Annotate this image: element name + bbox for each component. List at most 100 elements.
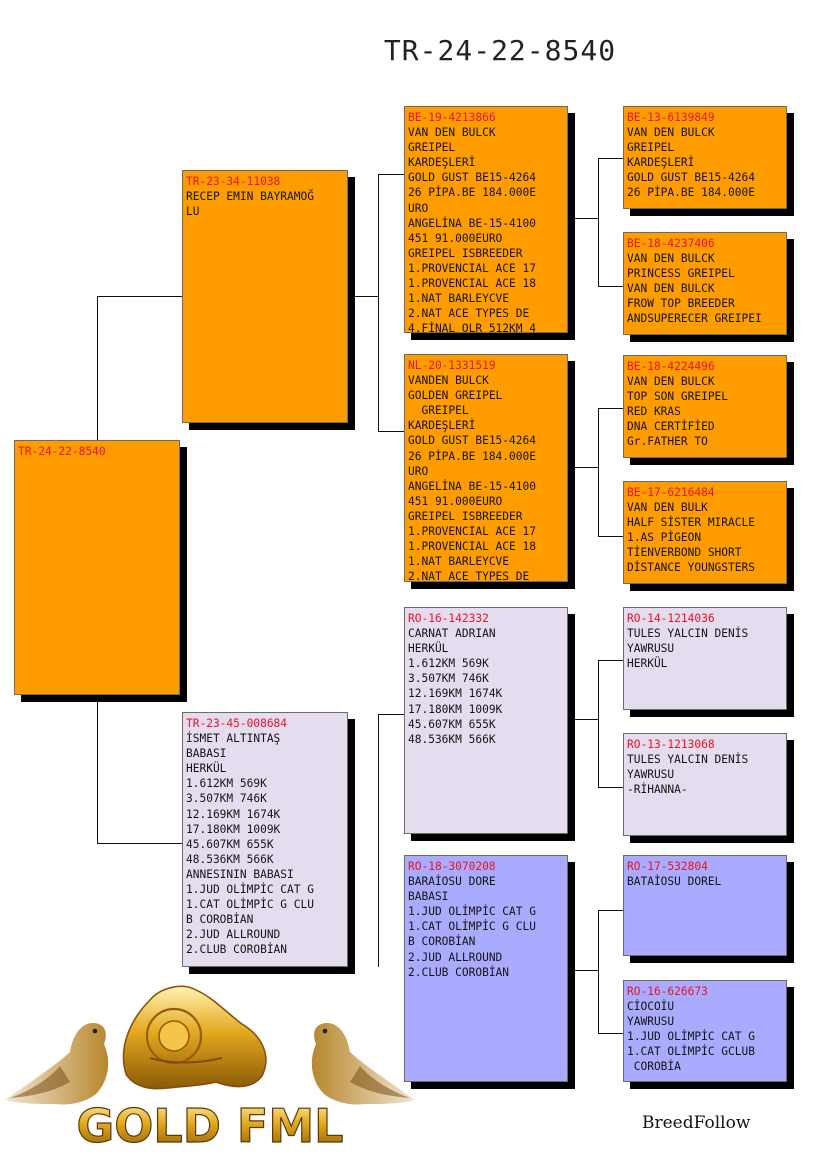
connector xyxy=(378,174,404,175)
connector xyxy=(97,296,98,441)
connector xyxy=(97,701,98,844)
connector xyxy=(575,467,599,468)
pedigree-line: LU xyxy=(186,205,200,219)
connector xyxy=(378,431,404,432)
pedigree-line: URO xyxy=(408,464,429,478)
pedigree-line: GREIPEL xyxy=(627,141,675,155)
pedigree-line: VAN DEN BULCK xyxy=(408,126,496,140)
connector xyxy=(598,408,623,409)
pedigree-line: KARDEŞLERİ xyxy=(408,156,476,170)
pedigree-line: 1.PROVENCIAL ACE 17 xyxy=(408,261,536,275)
pedigree-line: TOP SON GREIPEL xyxy=(627,390,729,404)
pedigree-line: ANDSUPERECER GREIPEI xyxy=(627,312,762,326)
pedigree-line: DNA CERTİFİED xyxy=(627,420,715,434)
pedigree-line: HERKÜL xyxy=(627,657,668,671)
pedigree-line: BATAİOSU DOREL xyxy=(627,875,722,889)
pigeon-card-root[interactable]: TR-24-22-8540 xyxy=(14,440,180,695)
pedigree-line: 1.CAT OLİMPİC GCLUB xyxy=(627,1045,755,1059)
pedigree-line: 1.JUD OLİMPİC CAT G xyxy=(186,883,314,897)
ring-number: TR-23-34-11038 xyxy=(186,175,281,188)
connector xyxy=(598,787,623,788)
pedigree-line: URO xyxy=(408,201,429,215)
pedigree-line: TULES YALCIN DENİS xyxy=(627,627,749,641)
ring-number: RO-17-532804 xyxy=(627,860,708,873)
pedigree-line: VAN DEN BULCK xyxy=(627,375,715,389)
pedigree-line: 12.169KM 1674K xyxy=(186,807,281,821)
pedigree-line: GREIPEL xyxy=(408,141,456,155)
pedigree-line: 4.FİNAL OLR 512KM 4 xyxy=(408,322,536,333)
pedigree-line: Gr.FATHER TO xyxy=(627,435,708,449)
ring-number: RO-16-626673 xyxy=(627,985,708,998)
pigeon-right-icon xyxy=(311,1022,415,1105)
pedigree-line: GREIPEL xyxy=(408,404,469,418)
pedigree-line: YAWRUSU xyxy=(627,1015,675,1029)
pedigree-line: 3.507KM 746K xyxy=(408,672,489,686)
pedigree-line: 2.JUD ALLROUND xyxy=(408,950,503,964)
pedigree-line: 451 91.000EURO xyxy=(408,231,503,245)
pedigree-line: PRINCESS GREIPEL xyxy=(627,267,735,281)
pedigree-line: -RİHANNA- xyxy=(627,783,688,797)
pedigree-line: 2.CLUB COROBİAN xyxy=(408,965,510,979)
pedigree-line: 12.169KM 1674K xyxy=(408,687,503,701)
pedigree-line: 1.612KM 569K xyxy=(408,657,489,671)
connector xyxy=(598,408,599,537)
pedigree-line: 48.536KM 566K xyxy=(186,852,274,866)
ring-number: BE-18-4224496 xyxy=(627,360,715,373)
pedigree-line: YAWRUSU xyxy=(627,768,675,782)
pedigree-line: 1.PROVENCIAL ACE 18 xyxy=(408,540,536,554)
pedigree-line: 17.180KM 1009K xyxy=(186,822,281,836)
ring-number: RO-16-142332 xyxy=(408,612,489,625)
pedigree-line: 2.NAT ACE TYPES DE xyxy=(408,570,530,582)
connector xyxy=(598,660,599,788)
pedigree-line: ANGELİNA BE-15-4100 xyxy=(408,479,536,493)
pedigree-line: 48.536KM 566K xyxy=(408,732,496,746)
pedigree-line: COROBİA xyxy=(627,1060,681,1074)
pedigree-line: 17.180KM 1009K xyxy=(408,702,503,716)
pedigree-line: 45.607KM 655K xyxy=(408,717,496,731)
pedigree-title: TR-24-22-8540 xyxy=(383,34,617,67)
pedigree-line: BABASI xyxy=(186,747,227,761)
pedigree-line: 1.PROVENCIAL ACE 17 xyxy=(408,525,536,539)
pedigree-line: TİENVERBOND SHORT xyxy=(627,546,742,560)
pedigree-line: GOLD GUST BE15-4264 xyxy=(408,171,536,185)
pedigree-line: 26 PİPA.BE 184.000E xyxy=(627,186,755,200)
ring-number: RO-18-3070208 xyxy=(408,860,496,873)
connector xyxy=(598,158,599,287)
pedigree-line: HERKÜL xyxy=(186,762,227,776)
ring-number: RO-14-1214036 xyxy=(627,612,715,625)
gold-fml-logo: GOLD FML xyxy=(5,985,415,1154)
pedigree-line: 1.JUD OLİMPİC CAT G xyxy=(408,905,536,919)
pedigree-line: RECEP EMIN BAYRAMOĞ xyxy=(186,190,314,204)
pedigree-line: CARNAT ADRIAN xyxy=(408,627,496,641)
pedigree-line: BARAİOSU DORE xyxy=(408,875,496,889)
connector xyxy=(575,218,599,219)
pedigree-line: RED KRAS xyxy=(627,405,681,419)
pedigree-line: ANNESININ BABASI xyxy=(186,867,294,881)
pedigree-line: KARDEŞLERİ xyxy=(627,156,695,170)
pedigree-line: 2.CLUB COROBİAN xyxy=(186,943,288,957)
lion-icon xyxy=(122,985,267,1090)
connector xyxy=(97,296,183,297)
pedigree-line: B COROBİAN xyxy=(186,913,254,927)
ring-number: BE-18-4237406 xyxy=(627,237,715,250)
pedigree-line: 2.JUD ALLROUND xyxy=(186,928,281,942)
pedigree-line: KARDEŞLERİ xyxy=(408,419,476,433)
pedigree-line: YAWRUSU xyxy=(627,642,675,656)
pedigree-line: FROW TOP BREEDER xyxy=(627,297,735,311)
pedigree-line: VAN DEN BULCK xyxy=(627,252,715,266)
pedigree-line: CİOCOİU xyxy=(627,1000,675,1014)
